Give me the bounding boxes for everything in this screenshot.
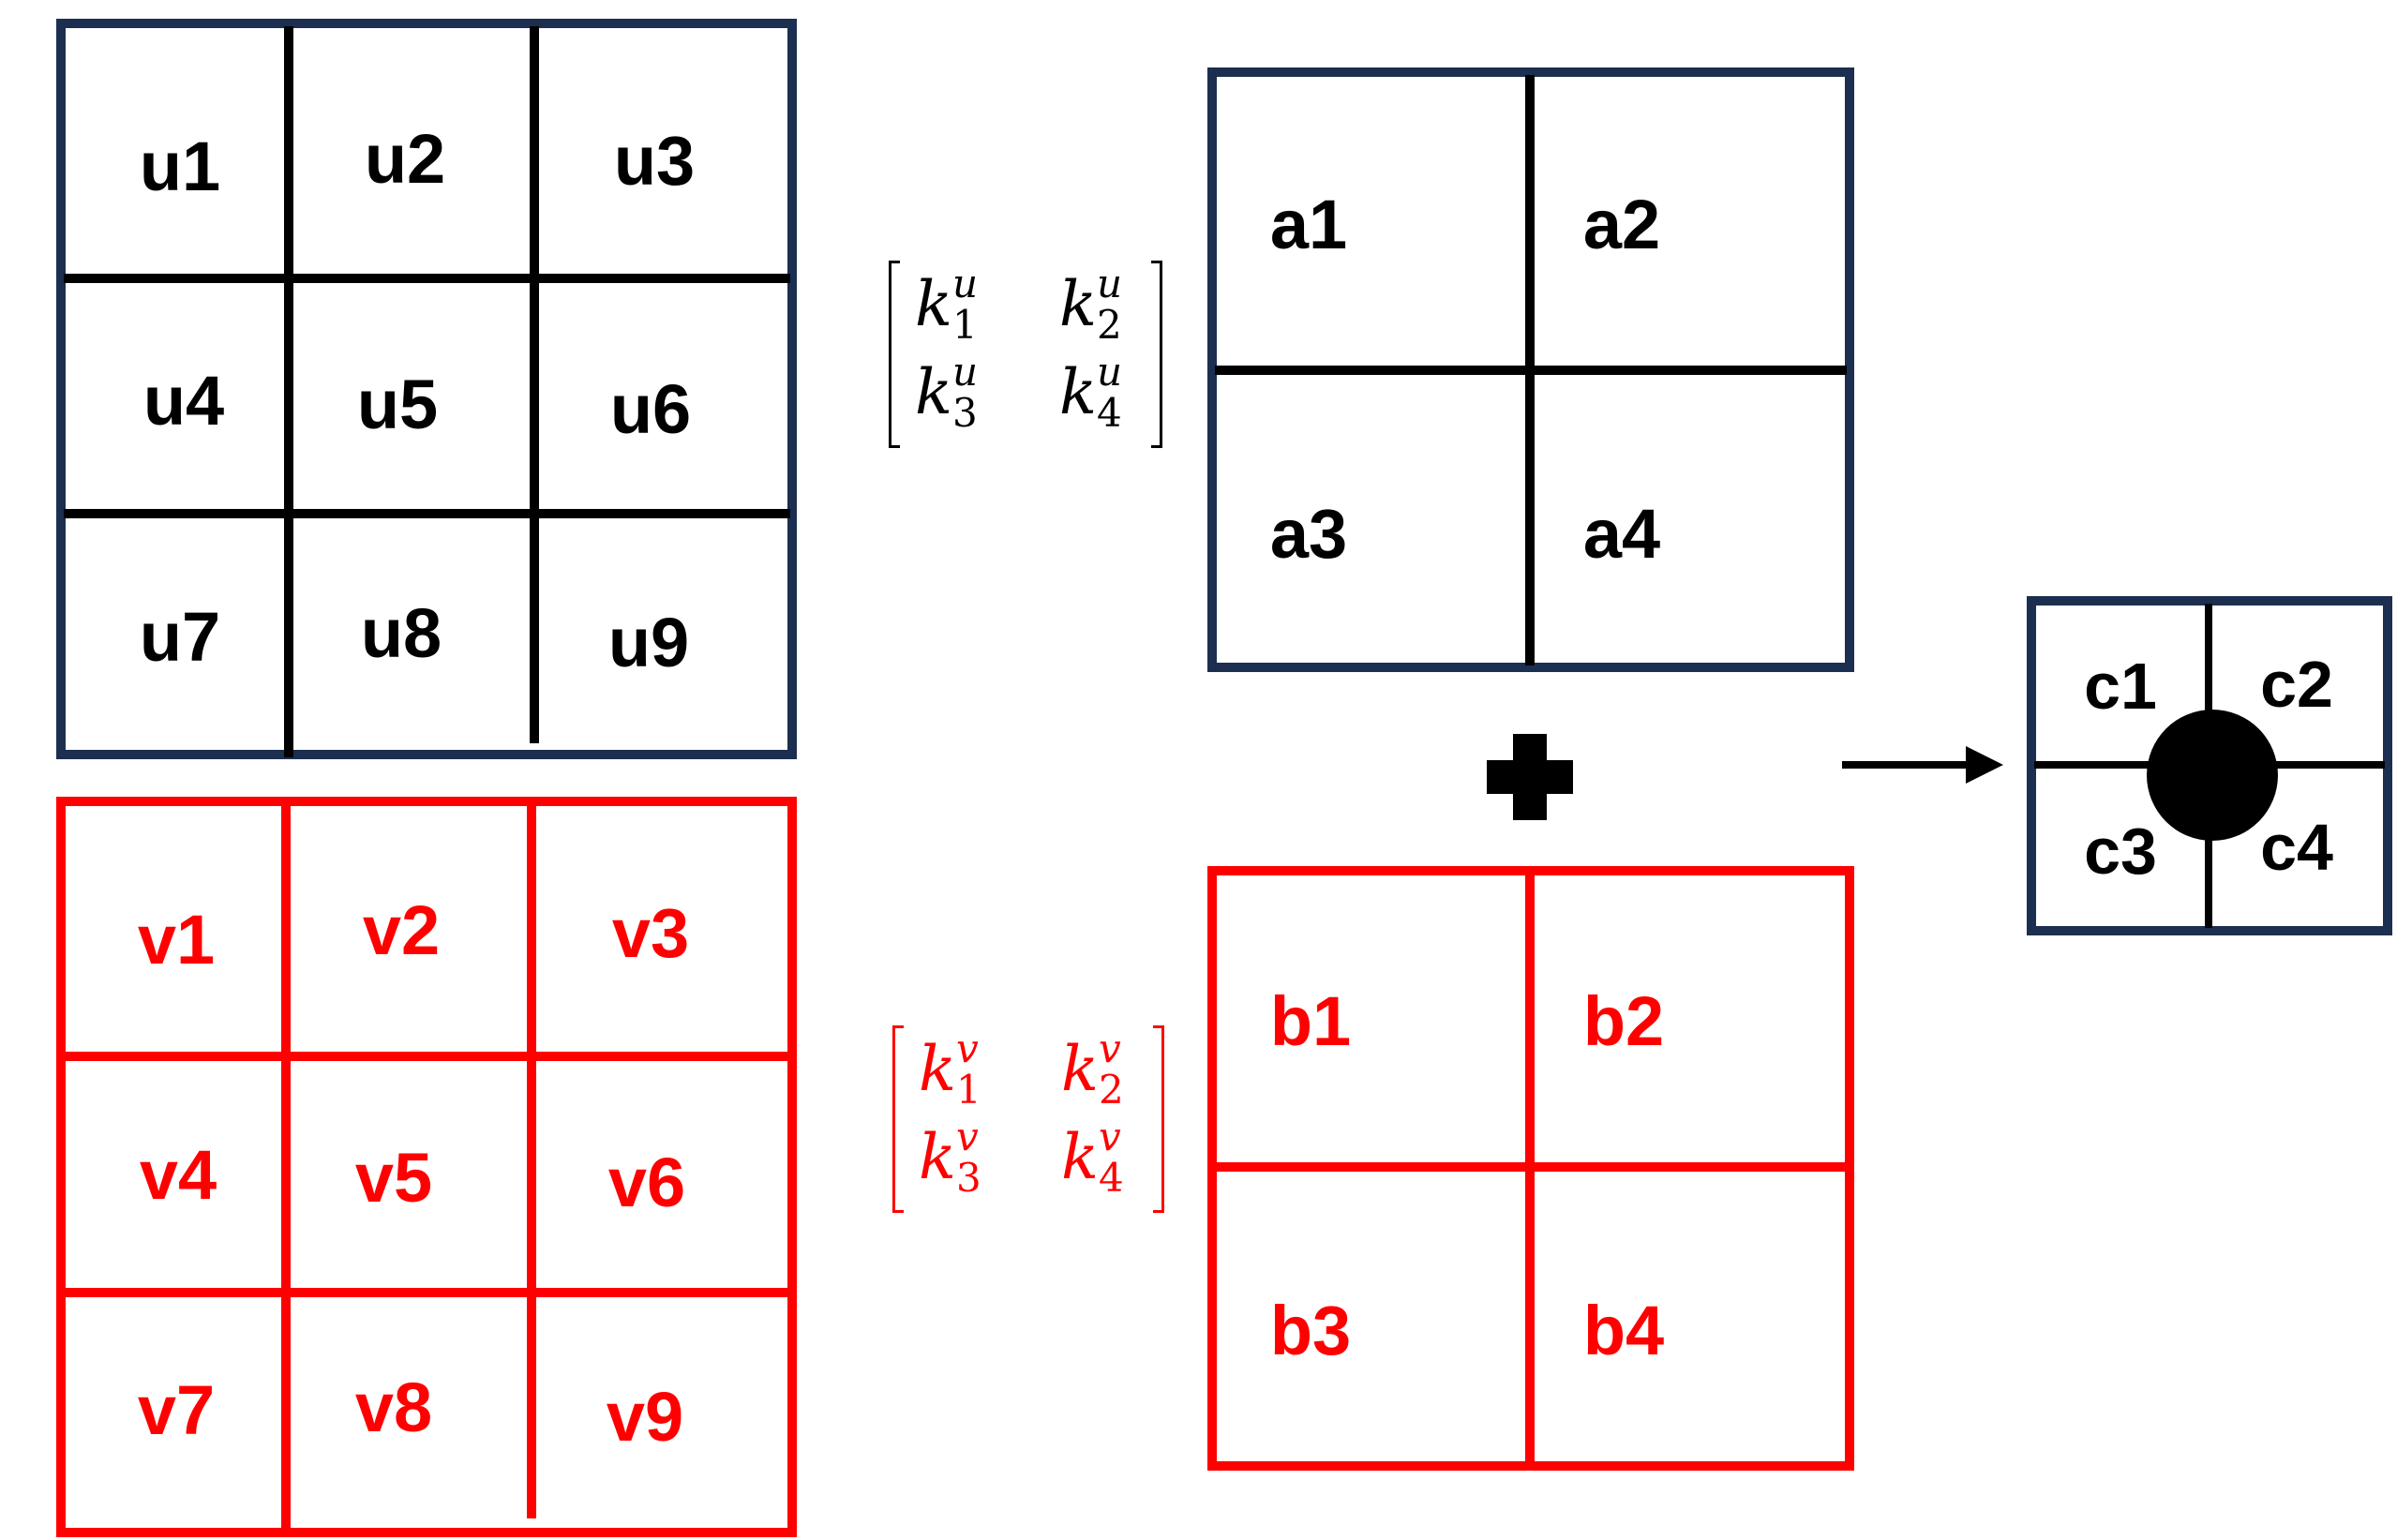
u7-label: u7 — [139, 598, 221, 676]
plus-icon — [1487, 734, 1573, 820]
v9-label: v9 — [606, 1378, 684, 1456]
v-grid-vline-2 — [527, 804, 536, 1518]
u5-label: u5 — [356, 366, 439, 443]
u1-label: u1 — [139, 127, 221, 205]
v5-label: v5 — [354, 1139, 433, 1217]
kernel-v-right-bracket — [1153, 1025, 1164, 1213]
c2-label: c2 — [2260, 648, 2333, 721]
v-grid-vline-1 — [281, 804, 291, 1531]
u8-label: u8 — [360, 594, 442, 672]
v-grid-hline-2 — [64, 1288, 790, 1297]
a-grid-hline — [1215, 366, 1847, 375]
u-grid-vline-2 — [530, 26, 539, 743]
kernel-v-left-bracket — [892, 1025, 904, 1213]
u-grid — [56, 19, 797, 759]
a4-label: a4 — [1582, 495, 1661, 573]
u2-label: u2 — [364, 120, 446, 198]
v-grid — [56, 797, 797, 1537]
v1-label: v1 — [137, 901, 216, 979]
a2-label: a2 — [1582, 186, 1661, 263]
v8-label: v8 — [354, 1368, 433, 1446]
a3-label: a3 — [1269, 495, 1348, 573]
b4-label: b4 — [1582, 1292, 1665, 1369]
a-grid — [1207, 67, 1854, 672]
b-grid-hline — [1215, 1162, 1847, 1172]
u-grid-vline-1 — [284, 26, 293, 757]
b2-label: b2 — [1582, 982, 1665, 1060]
c4-label: c4 — [2260, 811, 2333, 884]
v6-label: v6 — [607, 1144, 686, 1221]
u6-label: u6 — [609, 370, 692, 448]
center-dot — [2147, 710, 2278, 841]
v4-label: v4 — [139, 1136, 217, 1214]
plus-operator-text: + — [0, 0, 1, 1]
v-grid-hline-1 — [64, 1052, 790, 1061]
u9-label: u9 — [607, 604, 690, 681]
c3-label: c3 — [2084, 815, 2157, 888]
b-grid — [1207, 866, 1854, 1471]
u4-label: u4 — [142, 362, 225, 440]
arrow-right-icon — [1842, 742, 2003, 787]
u-grid-hline-1 — [64, 274, 790, 283]
kernel-u-left-bracket — [889, 261, 900, 448]
v3-label: v3 — [611, 894, 690, 972]
c-grid — [2027, 596, 2392, 935]
u-grid-hline-2 — [64, 509, 790, 518]
v7-label: v7 — [137, 1371, 216, 1449]
b3-label: b3 — [1269, 1292, 1352, 1369]
b1-label: b1 — [1269, 982, 1352, 1060]
kernel-u-right-bracket — [1151, 261, 1162, 448]
v2-label: v2 — [362, 891, 441, 969]
c1-label: c1 — [2084, 650, 2157, 723]
a1-label: a1 — [1269, 186, 1348, 263]
u3-label: u3 — [613, 122, 696, 200]
